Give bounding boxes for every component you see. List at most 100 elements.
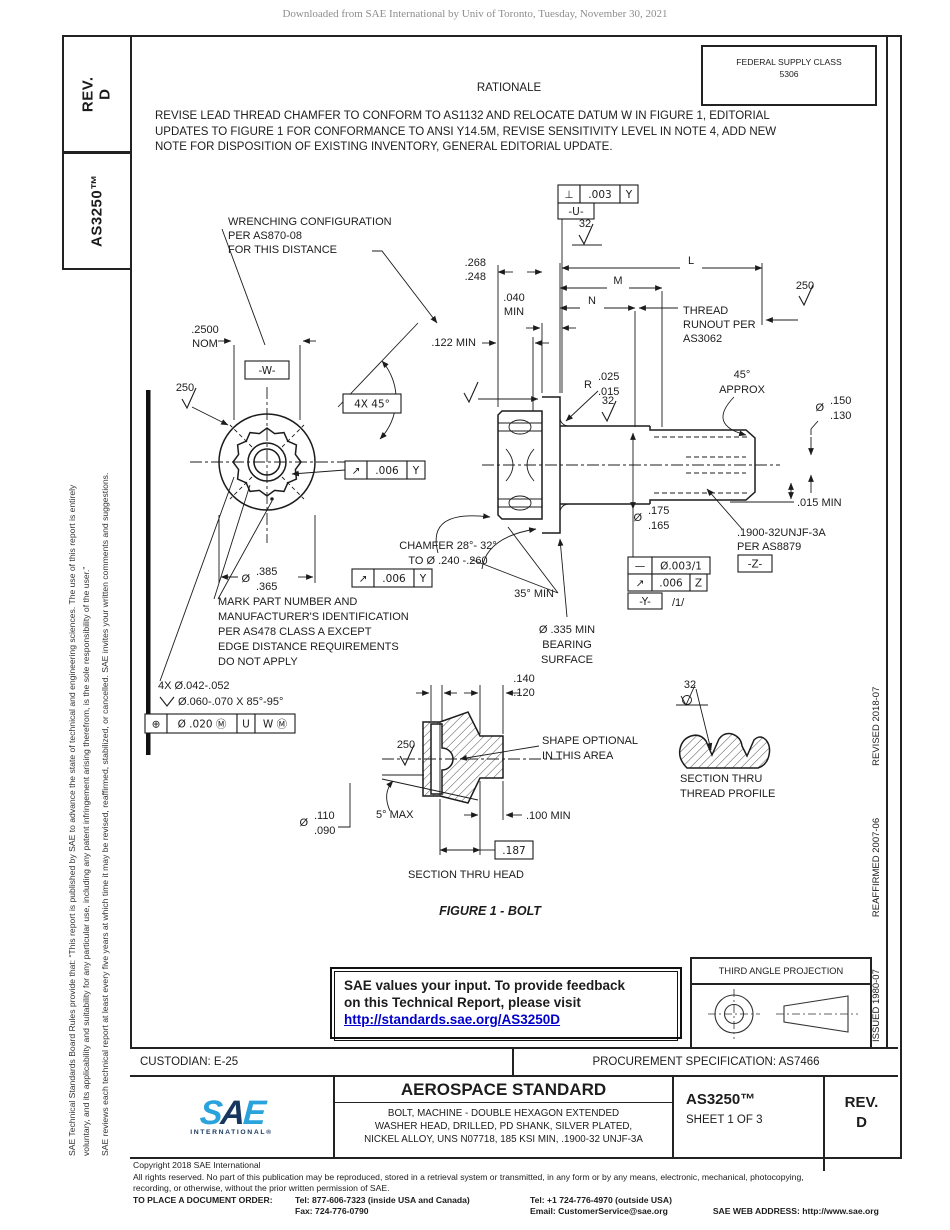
logo-subtext: INTERNATIONAL® [190, 1129, 273, 1136]
revised-date: REVISED 2018-07 [871, 686, 882, 766]
order-tel1: Tel: 877-606-7323 (inside USA and Canada… [295, 1194, 470, 1205]
drawing-label: MANUFACTURER'S IDENTIFICATION [218, 611, 409, 623]
drawing-label: .122 MIN [431, 337, 476, 349]
rationale-title: RATIONALE [476, 82, 542, 94]
end-view-outline [218, 413, 316, 511]
logo-letter: A [218, 1094, 245, 1132]
doc-title-line: BOLT, MACHINE - DOUBLE HEXAGON EXTENDED [387, 1108, 620, 1119]
feature-frame-text: ↗ [636, 577, 645, 589]
drawing-label: EDGE DISTANCE REQUIREMENTS [218, 641, 399, 653]
drawing-label: APPROX [719, 384, 766, 396]
feature-frame-text: -W- [258, 365, 275, 377]
sheet-number: SHEET 1 OF 3 [686, 1114, 763, 1126]
drawing-label: .165 [648, 520, 669, 532]
drawing-label: MARK PART NUMBER AND [218, 596, 357, 608]
drawing-label: .015 MIN [797, 497, 842, 509]
doc-title-line: WASHER HEAD, DRILLED, PD SHANK, SILVER P… [374, 1121, 633, 1132]
drawing-label: Ø [241, 573, 250, 585]
side-view-dimensions [435, 219, 819, 618]
drawing-label: .100 MIN [526, 810, 571, 822]
drawing-label: SECTION THRU HEAD [408, 869, 524, 881]
rationale-line: UPDATES TO FIGURE 1 FOR CONFORMANCE TO A… [155, 125, 777, 138]
drawing-label: Ø.060-.070 X 85°-95° [178, 696, 283, 708]
drawing-label: /1/ [672, 597, 685, 609]
drawing-label: 5° MAX [376, 809, 414, 821]
feature-frame-text: -Z- [748, 558, 763, 570]
drawing-label: 32 [684, 679, 696, 691]
document-title-cell: AEROSPACE STANDARD BOLT, MACHINE - DOUBL… [335, 1077, 674, 1157]
drawing-label: M [613, 275, 622, 287]
drawing-label: THREAD PROFILE [680, 788, 775, 800]
feature-frame-text: Y [412, 465, 420, 477]
thread-profile-outline [678, 732, 771, 769]
drawing-label: .110 [314, 810, 335, 822]
side-view-details [498, 418, 570, 512]
section-head-dimensions [338, 685, 540, 855]
feature-frame-text: -U- [568, 206, 583, 218]
drawing-label: 250 [176, 382, 194, 394]
drawing-label: Ø [299, 817, 308, 829]
feature-frame-text: .003 [588, 189, 611, 201]
feature-frame-cell [557, 202, 595, 220]
standard-number: AS3250™ [88, 174, 106, 248]
drawing-label: SECTION THRU [680, 773, 762, 785]
drawing-label: .015 [598, 386, 619, 398]
drawing-label: MIN [504, 306, 524, 318]
logo-letter: S [198, 1094, 222, 1132]
fsc-label: FEDERAL SUPPLY CLASS [736, 57, 842, 67]
drawing-label: 32 [602, 395, 614, 407]
custodian: CUSTODIAN: E-25 [130, 1049, 514, 1075]
custodian-row: CUSTODIAN: E-25 PROCUREMENT SPECIFICATIO… [130, 1047, 898, 1075]
drawing-label: 4X Ø.042-.052 [158, 680, 230, 692]
drawing-label: Ø [815, 402, 824, 414]
doc-type: AEROSPACE STANDARD [335, 1077, 672, 1103]
logo-letter: E [241, 1094, 265, 1132]
drawing-label: FOR THIS DISTANCE [228, 244, 337, 256]
feature-frame-text: -Y- [639, 596, 651, 608]
drawing-label: N [588, 295, 596, 307]
rationale-line: NOTE FOR DISPOSITION OF EXISTING INVENTO… [155, 141, 613, 153]
revision-change-bar [146, 390, 151, 755]
feature-frame-text: Ø .020 Ⓜ [178, 718, 227, 730]
drawing-label: .2500 [191, 324, 219, 336]
drawing-label: SHAPE OPTIONAL [542, 735, 638, 747]
drawing-label: RUNOUT PER [683, 319, 756, 331]
drawing-label: IN THIS AREA [542, 750, 614, 762]
drawing-label: 250 [397, 739, 415, 751]
drawing-label: .175 [648, 505, 669, 517]
drawing-label: .090 [314, 825, 335, 837]
doc-number: AS3250™ [686, 1091, 756, 1108]
feature-frame-text: W Ⓜ [263, 718, 288, 730]
copyright-line: Copyright 2018 SAE International [133, 1160, 261, 1170]
copyright-line: All rights reserved. No part of this pub… [133, 1171, 804, 1182]
title-block: SAE INTERNATIONAL® AEROSPACE STANDARD BO… [130, 1075, 898, 1171]
feature-frame-text: .187 [502, 845, 525, 857]
side-rev-label: REV. D [79, 76, 114, 112]
copyright-line: recording, or otherwise, without the pri… [133, 1183, 390, 1193]
feature-frame-cell [406, 460, 426, 480]
order-fax: Fax: 724-776-0790 [295, 1206, 369, 1216]
feature-frame-cell [254, 713, 296, 734]
end-view-dimensions [159, 228, 438, 682]
feature-frame-text: Ø.003/1 [660, 560, 702, 572]
drawing-label: .150 [830, 395, 851, 407]
drawing-label: .248 [465, 271, 486, 283]
feedback-link[interactable]: http://standards.sae.org/AS3250D [344, 1012, 561, 1027]
feedback-box: SAE values your input. To provide feedba… [330, 967, 682, 1041]
federal-supply-class-box: FEDERAL SUPPLY CLASS 5306 [701, 45, 877, 106]
feature-frame-cell [342, 393, 402, 414]
countersink-icon [159, 696, 175, 707]
order-label: TO PLACE A DOCUMENT ORDER: [133, 1194, 273, 1205]
drawing-label: R [584, 379, 592, 391]
copyright-block: Copyright 2018 SAE International All rig… [133, 1160, 943, 1218]
feature-frame-text: ↗ [359, 573, 368, 585]
drawing-label: Ø [633, 512, 642, 524]
feature-frame-cell [627, 592, 663, 610]
feature-frame-text: Y [625, 189, 633, 201]
feature-frame-text: ⊥ [564, 189, 573, 201]
feature-frame-text: .006 [659, 577, 683, 589]
feature-frame-cell [737, 554, 773, 573]
drawing-label: FIGURE 1 - BOLT [439, 904, 542, 918]
